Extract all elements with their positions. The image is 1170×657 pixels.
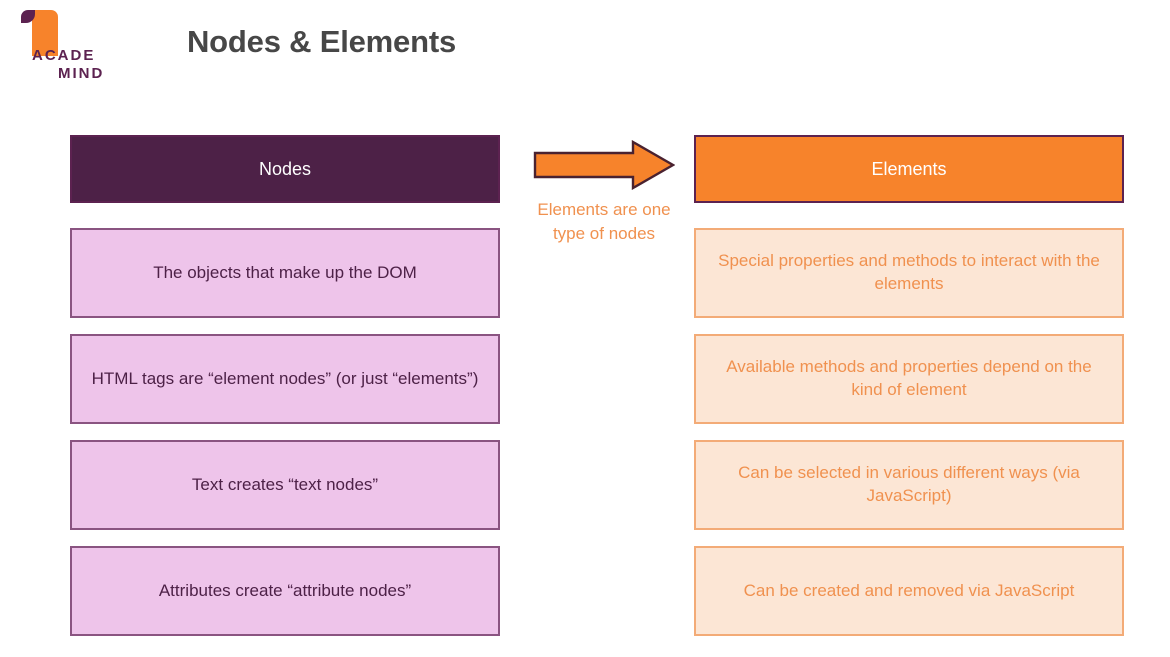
nodes-card-1: The objects that make up the DOM xyxy=(70,228,500,318)
brand-name-line-1: ACADE xyxy=(32,47,96,64)
academind-notch-icon xyxy=(21,10,35,23)
nodes-card-3: Text creates “text nodes” xyxy=(70,440,500,530)
right-arrow-icon xyxy=(533,139,676,191)
nodes-card-2: HTML tags are “element nodes” (or just “… xyxy=(70,334,500,424)
nodes-column: Nodes The objects that make up the DOM H… xyxy=(70,135,500,636)
brand-logo: ACADE MIND xyxy=(18,8,168,86)
elements-card-1: Special properties and methods to intera… xyxy=(694,228,1124,318)
connector-group: Elements are one type of nodes xyxy=(520,139,688,246)
elements-card-4: Can be created and removed via JavaScrip… xyxy=(694,546,1124,636)
connector-caption: Elements are one type of nodes xyxy=(537,200,671,243)
elements-column: Elements Special properties and methods … xyxy=(694,135,1124,636)
elements-column-header: Elements xyxy=(694,135,1124,203)
page-title: Nodes & Elements xyxy=(187,24,456,59)
brand-name-line-2: MIND xyxy=(58,65,105,82)
academind-flag-icon xyxy=(32,10,58,56)
nodes-column-header: Nodes xyxy=(70,135,500,203)
elements-card-3: Can be selected in various different way… xyxy=(694,440,1124,530)
elements-card-2: Available methods and properties depend … xyxy=(694,334,1124,424)
nodes-card-4: Attributes create “attribute nodes” xyxy=(70,546,500,636)
